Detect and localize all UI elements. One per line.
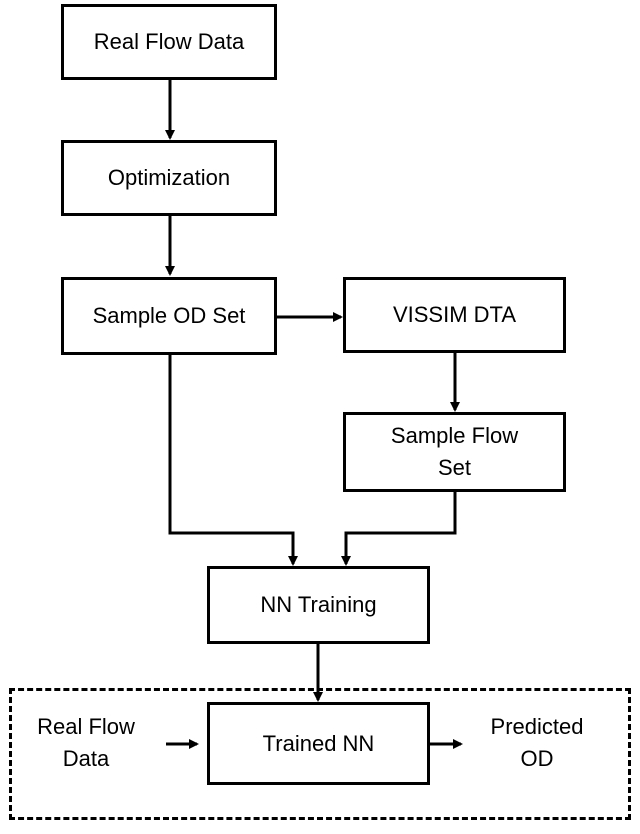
inference-input-label: Real Flow Data: [37, 714, 135, 771]
inference-output-label: Predicted OD: [490, 714, 584, 771]
real-flow-data-label: Real Flow Data: [93, 29, 245, 55]
arrow-sample-od-to-nn-training: [168, 355, 298, 566]
sample-flow-set-node: Sample Flow Set: [343, 412, 566, 492]
nn-training-label: NN Training: [260, 592, 377, 618]
trained-nn-label: Trained NN: [262, 730, 375, 756]
real-flow-data-node: Real Flow Data: [61, 4, 277, 80]
vissim-dta-node: VISSIM DTA: [343, 277, 566, 353]
sample-flow-set-label: Sample Flow Set: [390, 423, 519, 480]
optimization-node: Optimization: [61, 140, 277, 216]
arrow-sample-flow-to-nn-training: [341, 492, 457, 566]
sample-od-set-node: Sample OD Set: [61, 277, 277, 355]
vissim-dta-label: VISSIM DTA: [392, 302, 517, 328]
inference-stage-region: [9, 688, 631, 820]
sample-od-set-label: Sample OD Set: [92, 303, 246, 329]
nn-training-node: NN Training: [207, 566, 430, 644]
optimization-label: Optimization: [107, 165, 231, 191]
trained-nn-node: Trained NN: [207, 702, 430, 785]
